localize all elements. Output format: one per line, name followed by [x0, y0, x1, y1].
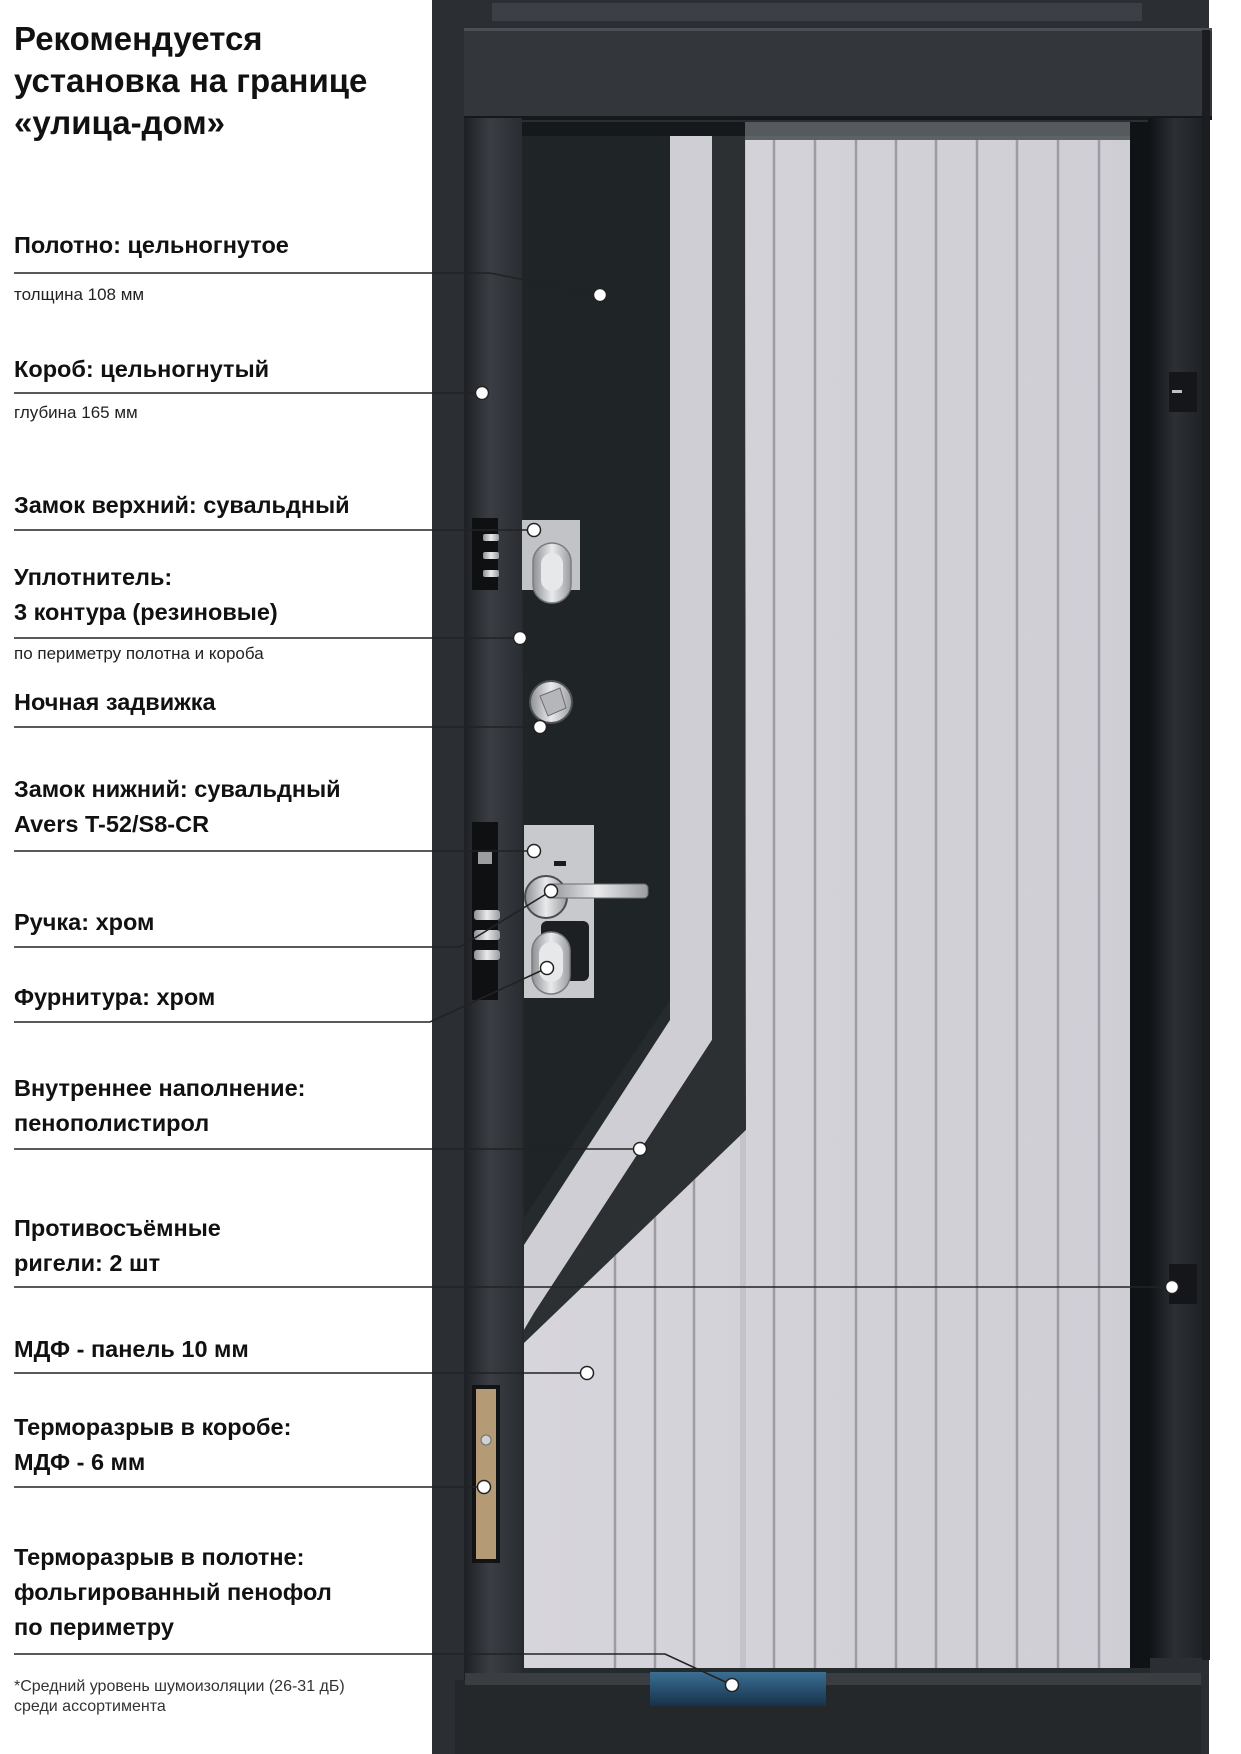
- callout-dots: [474, 287, 1180, 1693]
- spec-upper-lock-heading: Замок верхний: сувальдный: [14, 492, 350, 518]
- decor-band-light: [524, 136, 712, 1330]
- spec-frame-thermo-heading: Терморазрыв в коробе: МДФ - 6 мм: [14, 1414, 292, 1475]
- spec-leaf-thermo-heading: Терморазрыв в полотне: фольгированный пе…: [14, 1544, 332, 1640]
- leader-lines: [14, 272, 1172, 1686]
- spec-night-latch-heading: Ночная задвижка: [14, 689, 216, 715]
- decor-band-dark: [524, 136, 746, 1343]
- upper-lock: [472, 518, 580, 604]
- page-title: Рекомендуется установка на границе «улиц…: [14, 18, 434, 144]
- spec-lower-lock-heading: Замок нижний: сувальдный Avers T-52/S8-C…: [14, 776, 341, 837]
- threshold: [455, 1672, 1201, 1754]
- spec-polotno-sub: толщина 108 мм: [14, 285, 145, 304]
- title-line-2: установка на границе: [14, 62, 368, 99]
- spec-hardware-heading: Фурнитура: хром: [14, 984, 216, 1010]
- spec-korob-heading: Короб: цельногнутый: [14, 356, 270, 382]
- spec-seal-sub: по периметру полотна и короба: [14, 644, 264, 663]
- spec-polotno-heading: Полотно: цельногнутое: [14, 232, 289, 258]
- title-line-1: Рекомендуется: [14, 20, 263, 57]
- night-latch: [529, 680, 573, 724]
- frame-thermo-break: [472, 1385, 500, 1563]
- spec-mdf-heading: МДФ - панель 10 мм: [14, 1336, 249, 1362]
- footnote: *Средний уровень шумоизоляции (26-31 дБ)…: [14, 1678, 345, 1715]
- spec-anti-removal-heading: Противосъёмные ригели: 2 шт: [14, 1215, 221, 1276]
- spec-handle-heading: Ручка: хром: [14, 909, 155, 935]
- title-line-3: «улица-дом»: [14, 104, 225, 141]
- spec-seal-heading: Уплотнитель: 3 контура (резиновые): [14, 564, 278, 625]
- spec-korob-sub: глубина 165 мм: [14, 403, 138, 422]
- spec-filling-heading: Внутреннее наполнение: пенополистирол: [14, 1075, 306, 1136]
